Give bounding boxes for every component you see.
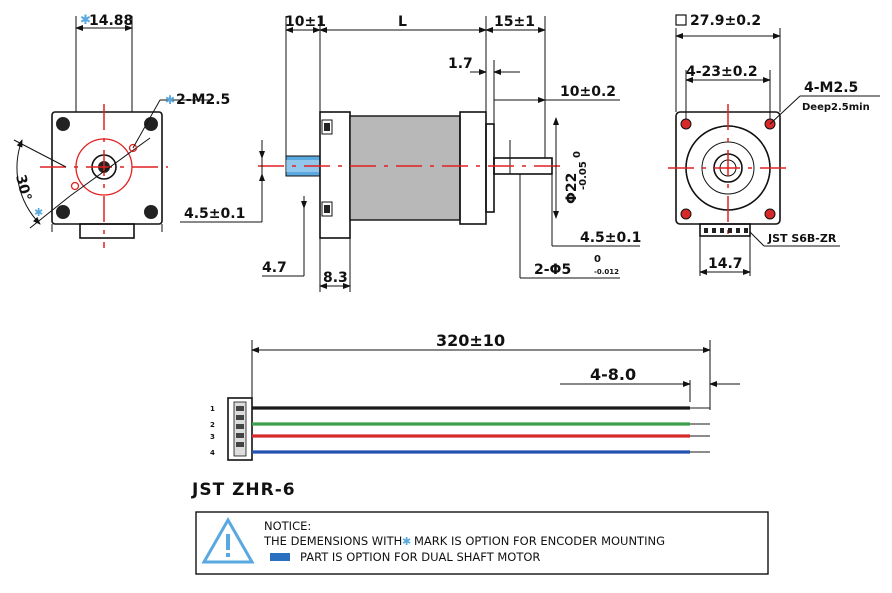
notice-title: NOTICE: xyxy=(264,519,311,533)
svg-text:✱: ✱ xyxy=(80,13,91,28)
side-shaft-diameter-top: 0 xyxy=(594,254,601,265)
rear-view: 27.9±0.2 4-23±0.2 4-M2.5 Deep2.5min 14.7… xyxy=(668,13,880,276)
side-flange-dim: 1.7 xyxy=(448,56,473,72)
front-view: ✱ 14.88 ✱ 2-M2.5 30° ✱ xyxy=(12,13,230,248)
rear-screw-label: 4-M2.5 xyxy=(804,80,858,96)
notice-line2: PART IS OPTION FOR DUAL SHAFT MOTOR xyxy=(300,550,540,564)
svg-text:✱: ✱ xyxy=(402,535,411,548)
front-screw-label: 2-M2.5 xyxy=(176,92,230,108)
side-front-shaft-dim: 15±1 xyxy=(494,14,535,30)
side-flat-right-dim: 4.5±0.1 xyxy=(580,230,641,246)
front-hole-br xyxy=(144,205,158,219)
rear-connector-label: JST S6B-ZR xyxy=(767,232,837,245)
side-diameter-main: Φ22 xyxy=(564,173,580,204)
front-hole-bl xyxy=(56,205,70,219)
side-flat-left-dim: 4.5±0.1 xyxy=(184,206,245,222)
side-diameter-tol: -0.05 xyxy=(578,161,589,190)
front-hole-tl xyxy=(56,117,70,131)
cable-connector-name: JST ZHR-6 xyxy=(191,480,296,500)
side-shaft-diameter-tol: -0.012 xyxy=(594,268,619,276)
cable-assembly: 320±10 4-8.0 1 2 3 4 JST ZHR-6 xyxy=(191,331,740,500)
rear-connector xyxy=(699,223,751,237)
notice-box: NOTICE: THE DEMENSIONS WITH ✱ MARK IS OP… xyxy=(195,511,769,575)
rear-screw-depth: Deep2.5min xyxy=(802,102,870,113)
svg-text:✱: ✱ xyxy=(165,93,175,107)
pin-label-4: 4 xyxy=(210,449,215,457)
dual-shaft-mark-icon xyxy=(270,553,290,561)
side-shaft-diameter-main: 2-Φ5 xyxy=(534,262,571,278)
notice-line1-post: MARK IS OPTION FOR ENCODER MOUNTING xyxy=(414,534,665,548)
rear-square-dim: 27.9±0.2 xyxy=(690,13,761,29)
cable-connector xyxy=(227,397,253,461)
front-width-dim: 14.88 xyxy=(89,13,133,29)
front-hole-tr xyxy=(144,117,158,131)
side-diameter-top: 0 xyxy=(572,151,583,158)
pin-label-2: 2 xyxy=(210,421,215,429)
side-front-flange xyxy=(459,111,487,225)
notice-line1-pre: THE DEMENSIONS WITH xyxy=(263,534,402,548)
pin-label-1: 1 xyxy=(210,405,215,413)
side-motor-body xyxy=(349,115,461,221)
side-rear-shaft-dim: 10±1 xyxy=(285,14,326,30)
side-offset-dim: 4.7 xyxy=(262,260,287,276)
side-body-length-dim: L xyxy=(398,14,407,30)
svg-text:✱: ✱ xyxy=(34,206,43,219)
pin-label-3: 3 xyxy=(210,433,215,441)
front-view-base xyxy=(79,223,135,239)
warning-triangle-icon xyxy=(201,516,255,564)
front-angle-label: 30° xyxy=(12,173,34,203)
rear-hole-spacing-dim: 4-23±0.2 xyxy=(686,64,758,80)
side-shaft-length-dim: 10±0.2 xyxy=(560,84,616,100)
side-base-dim: 8.3 xyxy=(323,270,348,286)
cable-strip-dim: 4-8.0 xyxy=(590,365,636,384)
rear-connector-width: 14.7 xyxy=(708,256,743,272)
cable-length-dim: 320±10 xyxy=(436,331,505,350)
side-view: 10±1 L 15±1 1.7 10±0.2 0 Φ22 -0.05 4.5±0… xyxy=(180,14,641,292)
